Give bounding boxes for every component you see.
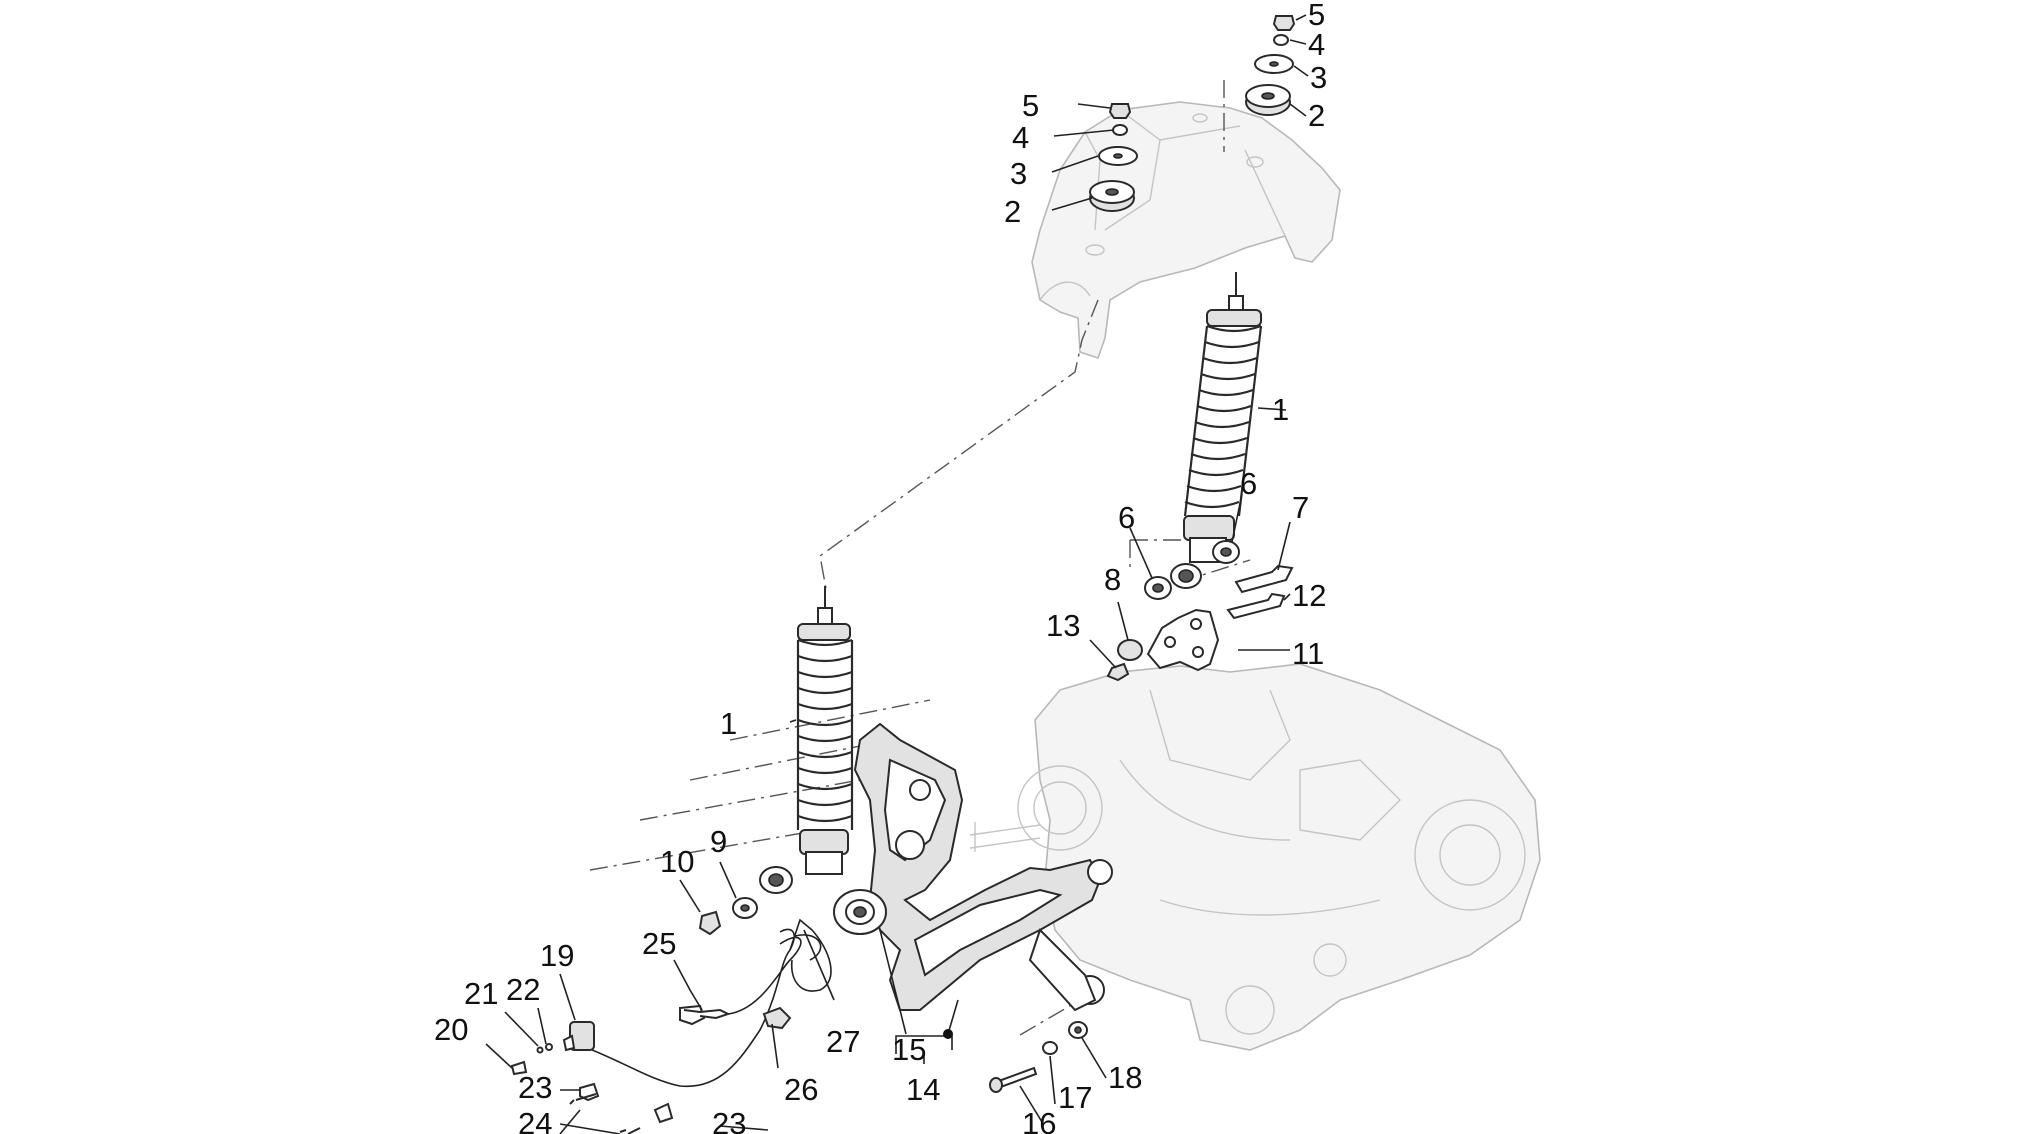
callout-1-left: 1	[720, 706, 737, 741]
callout-27: 27	[826, 1024, 860, 1059]
shock-absorber-right	[1170, 272, 1263, 589]
callout-4-left: 4	[1012, 120, 1029, 155]
callout-6-right: 6	[1240, 466, 1257, 501]
callouts: 5 4 3 2 5 4 3 2 1 1 6 6 7 8 12 13 11 9 1…	[434, 0, 1327, 1134]
callout-4-right: 4	[1308, 27, 1325, 62]
callout-24: 24	[518, 1106, 552, 1134]
callout-23-lower: 23	[712, 1106, 746, 1134]
callout-22: 22	[506, 972, 540, 1007]
callout-15: 15	[892, 1032, 926, 1067]
reference-dot	[943, 1029, 953, 1039]
alignment-lines	[589, 80, 1251, 1036]
callout-19: 19	[540, 938, 574, 973]
callout-14: 14	[906, 1072, 940, 1107]
top-mount-right	[1245, 15, 1296, 116]
callout-8: 8	[1104, 562, 1121, 597]
callout-12: 12	[1292, 578, 1326, 613]
callout-3-right: 3	[1310, 60, 1327, 95]
callout-21: 21	[464, 976, 498, 1011]
callout-16: 16	[1022, 1106, 1056, 1134]
frame-bracket-ghost	[1031, 101, 1341, 360]
callout-9: 9	[710, 824, 727, 859]
callout-7: 7	[1292, 490, 1309, 525]
callout-3-left: 3	[1010, 156, 1027, 191]
callout-18: 18	[1108, 1060, 1142, 1095]
bearing-and-washers	[698, 889, 887, 936]
shock-absorber-left	[759, 586, 854, 894]
callout-23-upper: 23	[518, 1070, 552, 1105]
lower-mount-right	[1106, 540, 1294, 682]
callout-2-right: 2	[1308, 98, 1325, 133]
sensor-wiring-harness	[510, 918, 832, 1134]
callout-13: 13	[1046, 608, 1080, 643]
callout-5-right: 5	[1308, 0, 1325, 32]
callout-20: 20	[434, 1012, 468, 1047]
callout-11: 11	[1292, 636, 1324, 671]
callout-26: 26	[784, 1072, 818, 1107]
leader-lines	[485, 14, 1309, 1134]
callout-5-left: 5	[1022, 88, 1039, 123]
fasteners-16-18	[989, 1021, 1088, 1093]
swing-arm-bracket	[853, 722, 1113, 1012]
callout-2-left: 2	[1004, 194, 1021, 229]
engine-ghost	[969, 663, 1541, 1051]
callout-6-left: 6	[1118, 500, 1135, 535]
top-mount-left	[1089, 103, 1138, 212]
callout-17: 17	[1058, 1080, 1092, 1115]
callout-25: 25	[642, 926, 676, 961]
callout-10: 10	[660, 844, 694, 879]
callout-1-right: 1	[1272, 392, 1289, 427]
